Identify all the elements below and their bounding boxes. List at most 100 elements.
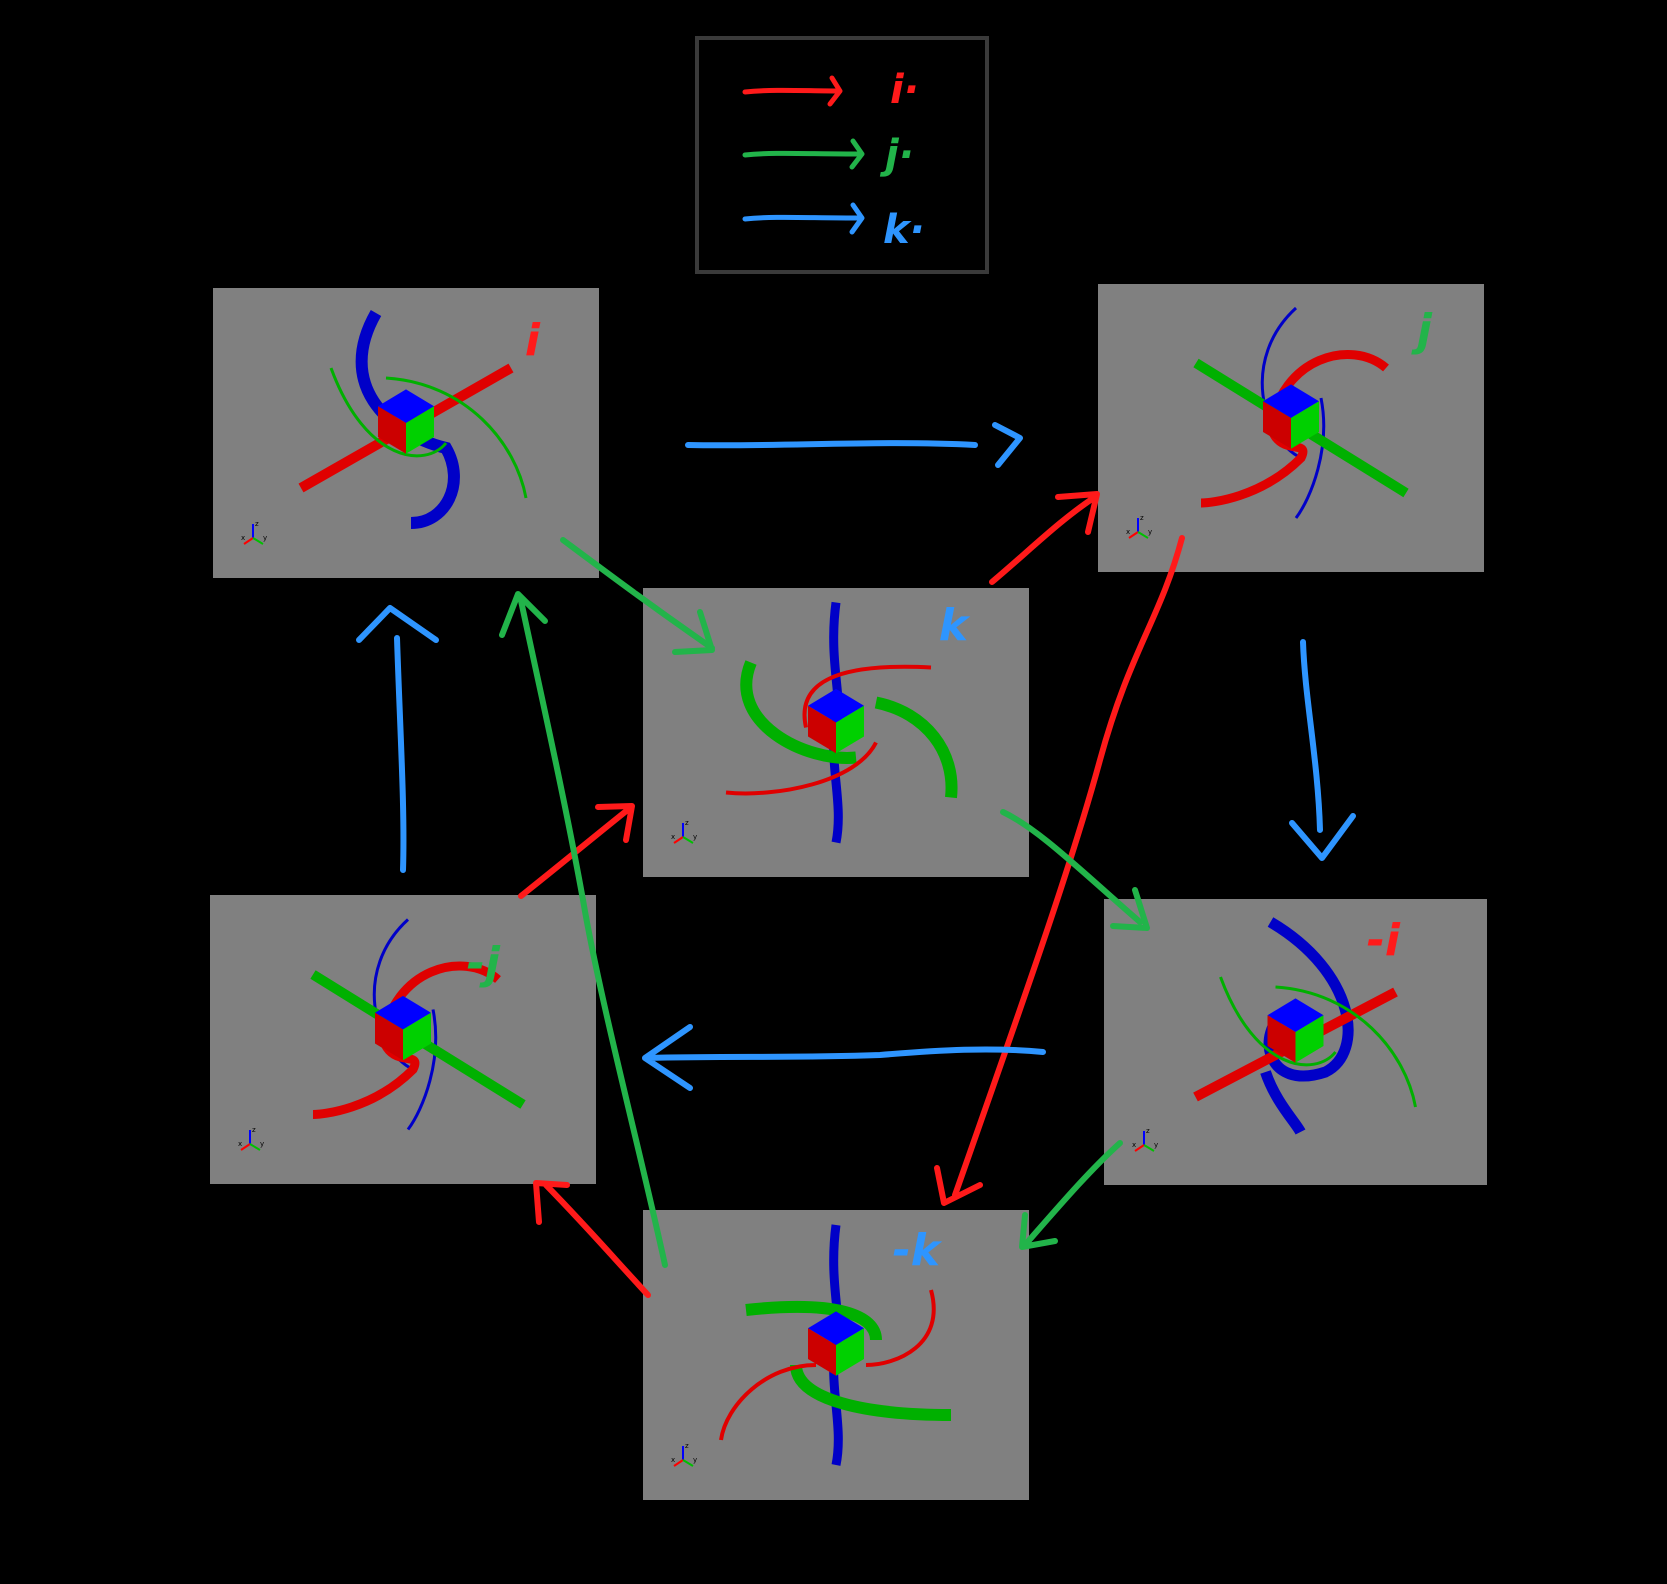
orientation-cube <box>808 688 864 754</box>
gizmo-x-label: x <box>671 833 675 841</box>
axis-gizmo: x yz <box>671 819 697 844</box>
legend: i· j· k· <box>695 36 989 274</box>
transition-arrows <box>356 422 1356 1298</box>
gizmo-y-axis <box>252 537 264 545</box>
cube-right-face <box>1291 401 1319 449</box>
gizmo-z-label: z <box>252 1126 256 1134</box>
panel-neg-i: x yz -i <box>1104 899 1487 1185</box>
panel-neg-k: x yz -k <box>643 1210 1029 1500</box>
ribbon-red <box>719 1289 936 1441</box>
cube-right-face <box>836 705 864 754</box>
gizmo-y-axis <box>682 836 694 844</box>
orientation-cube <box>1267 998 1324 1063</box>
gizmo-z-label: z <box>255 520 259 528</box>
cube-left-face <box>375 1012 403 1061</box>
panel-label-k: k <box>939 600 971 651</box>
gizmo-x-axis <box>673 836 684 844</box>
ribbon-blue <box>355 310 460 529</box>
legend-arrow-j <box>742 138 865 170</box>
legend-arrow-k <box>742 202 865 235</box>
panel-j: x yz j <box>1098 284 1484 572</box>
axis-gizmo: x yz <box>671 1442 697 1467</box>
gizmo-x-axis <box>1128 531 1139 539</box>
ribbon-green <box>740 660 958 799</box>
gizmo-x-label: x <box>238 1140 242 1148</box>
gizmo-y-axis <box>1143 1144 1155 1152</box>
axis-gizmo: x yz <box>1126 514 1152 539</box>
arrow-i-to-k <box>560 537 715 655</box>
arrow-k-to-neg-i <box>1000 809 1150 931</box>
orientation-cube <box>378 389 434 454</box>
cube-right-face <box>836 1328 864 1376</box>
gizmo-x-axis <box>673 1459 684 1467</box>
legend-label-j: j· <box>879 132 914 178</box>
gizmo-z-label: z <box>685 819 689 827</box>
gizmo-x-axis <box>243 537 254 545</box>
gizmo-y-label: y <box>693 1456 697 1464</box>
panel-label-neg-k: -k <box>892 1225 942 1276</box>
gizmo-z-label: z <box>1140 514 1144 522</box>
orientation-cube <box>1263 384 1319 449</box>
arrow-neg-i-to-neg-k <box>1019 1140 1123 1250</box>
arrow-neg-i-to-neg-j <box>642 1024 1046 1091</box>
panel-label-i: i <box>525 315 541 366</box>
cube-left-face <box>1263 401 1291 449</box>
arrow-neg-k-to-neg-j <box>533 1180 651 1298</box>
ribbon-green <box>1219 976 1417 1108</box>
ribbon-green <box>745 1300 952 1421</box>
cube-right-face <box>406 406 434 454</box>
gizmo-x-axis <box>240 1143 251 1151</box>
axis-gizmo: x yz <box>238 1126 264 1151</box>
legend-arrow-i <box>742 75 843 107</box>
panel-neg-j: x yz -j <box>210 895 596 1184</box>
gizmo-y-label: y <box>693 833 697 841</box>
gizmo-x-axis <box>1134 1144 1145 1152</box>
gizmo-x-label: x <box>1126 528 1130 536</box>
panel-label-j: j <box>1411 305 1433 356</box>
legend-item-j: j· <box>742 132 914 178</box>
gizmo-y-axis <box>249 1143 261 1151</box>
orientation-cube <box>375 995 431 1061</box>
axis-gizmo: x yz <box>241 520 267 545</box>
arrow-neg-k-to-i <box>499 591 668 1268</box>
cube-right-face <box>403 1012 431 1061</box>
arrow-neg-j-to-i <box>356 605 439 873</box>
cube-right-face <box>1295 1015 1324 1063</box>
gizmo-y-label: y <box>260 1140 264 1148</box>
arrow-k-to-j <box>989 491 1100 585</box>
gizmo-z-label: z <box>1146 1127 1150 1135</box>
ribbon-red <box>725 664 932 796</box>
panel-label-neg-i: -i <box>1367 915 1401 966</box>
arrow-j-to-neg-i <box>1289 639 1356 861</box>
orientation-cube <box>808 1311 864 1376</box>
gizmo-y-axis <box>682 1459 694 1467</box>
cube-left-face <box>808 1328 836 1376</box>
cube-left-face <box>378 406 406 454</box>
panel-i: x yz i <box>213 288 599 578</box>
axis-gizmo: x yz <box>1132 1127 1158 1152</box>
gizmo-x-label: x <box>241 534 245 542</box>
gizmo-x-label: x <box>1132 1141 1136 1149</box>
gizmo-z-label: z <box>685 1442 689 1450</box>
cube-top-face <box>375 995 431 1030</box>
arrow-i-to-j <box>685 422 1023 468</box>
legend-label-i: i· <box>890 67 919 113</box>
panel-label-neg-j: -j <box>467 938 501 989</box>
legend-label-k: k· <box>883 207 925 253</box>
cube-left-face <box>1267 1015 1296 1063</box>
panel-k: x yz k <box>643 588 1029 877</box>
ribbon-green <box>329 367 528 499</box>
gizmo-x-label: x <box>671 1456 675 1464</box>
gizmo-y-axis <box>1137 531 1149 539</box>
gizmo-y-label: y <box>1154 1141 1158 1149</box>
legend-item-k: k· <box>742 202 925 253</box>
legend-item-i: i· <box>742 67 919 113</box>
gizmo-y-label: y <box>263 534 267 542</box>
arrow-j-to-neg-k <box>934 535 1185 1206</box>
gizmo-y-label: y <box>1148 528 1152 536</box>
cube-left-face <box>808 705 836 754</box>
cube-top-face <box>808 688 864 723</box>
cube-top-face <box>1267 998 1324 1032</box>
